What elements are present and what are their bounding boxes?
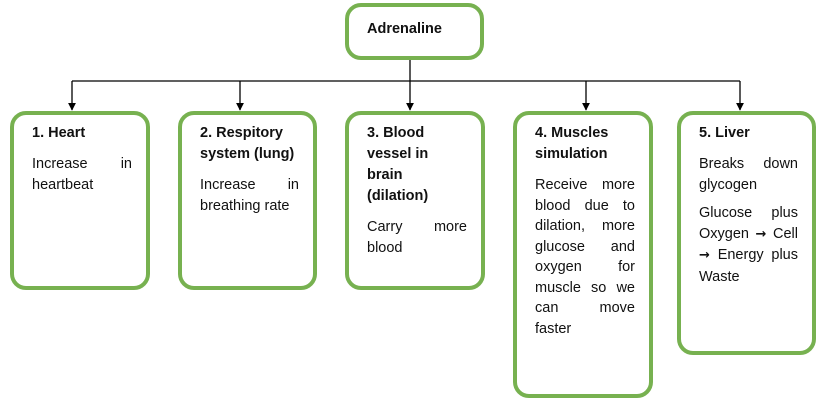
equation-process: Cell <box>773 225 798 242</box>
liver-equation: Glucose plus Oxygen → Cell → Energy plus… <box>699 203 798 287</box>
heart-box: 1. Heart Increase in heartbeat <box>10 111 150 290</box>
respitory-box: 2. Respitory system (lung) Increase in b… <box>178 111 317 290</box>
liver-box: 5. Liver Breaks down glycogen Glucose pl… <box>677 111 816 355</box>
muscles-description: Receive more blood due to dilation, more… <box>535 177 635 337</box>
heart-title: 1. Heart <box>32 125 86 141</box>
equation-products: Energy plus Waste <box>699 247 799 285</box>
heart-description: Increase in heartbeat <box>32 156 132 193</box>
respitory-title: 2. Respitory system (lung) <box>200 125 295 162</box>
equation-reactants: Glucose plus Oxygen <box>699 205 798 242</box>
muscles-title: 4. Muscles simulation <box>535 125 609 162</box>
liver-title: 5. Liver <box>699 125 750 141</box>
blood-vessel-title: 3. Blood vessel in brain (dilation) <box>367 125 429 204</box>
right-arrow-icon: → <box>755 226 767 242</box>
muscles-box: 4. Muscles simulation Receive more blood… <box>513 111 653 398</box>
right-arrow-icon: → <box>699 248 710 263</box>
respitory-description: Increase in breathing rate <box>200 177 299 214</box>
blood-vessel-description: Carry more blood <box>367 219 467 256</box>
adrenaline-label: Adrenaline <box>367 21 442 37</box>
adrenaline-box: Adrenaline <box>345 3 484 60</box>
liver-description: Breaks down glycogen <box>699 156 798 193</box>
blood-vessel-box: 3. Blood vessel in brain (dilation) Carr… <box>345 111 485 290</box>
